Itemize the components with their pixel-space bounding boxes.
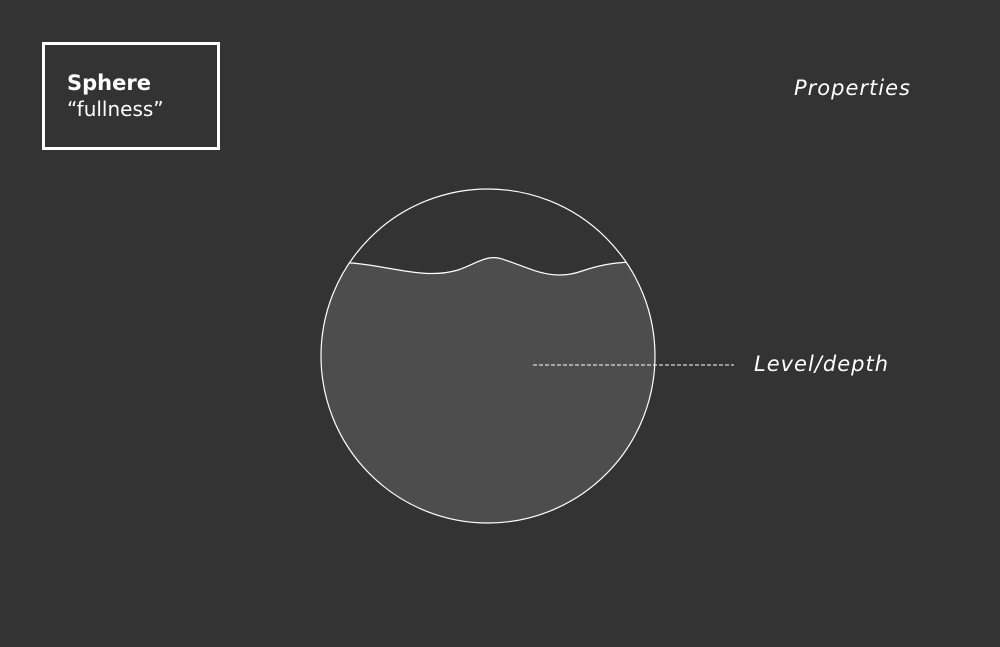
properties-heading: Properties <box>794 76 911 100</box>
liquid-surface-line <box>321 257 655 276</box>
diagram-title: Sphere <box>67 71 151 95</box>
sphere-outline <box>320 188 656 524</box>
diagram-subtitle: “fullness” <box>67 97 164 121</box>
title-box: Sphere “fullness” <box>42 42 220 150</box>
level-depth-label: Level/depth <box>754 352 890 376</box>
liquid-fill <box>321 257 655 523</box>
